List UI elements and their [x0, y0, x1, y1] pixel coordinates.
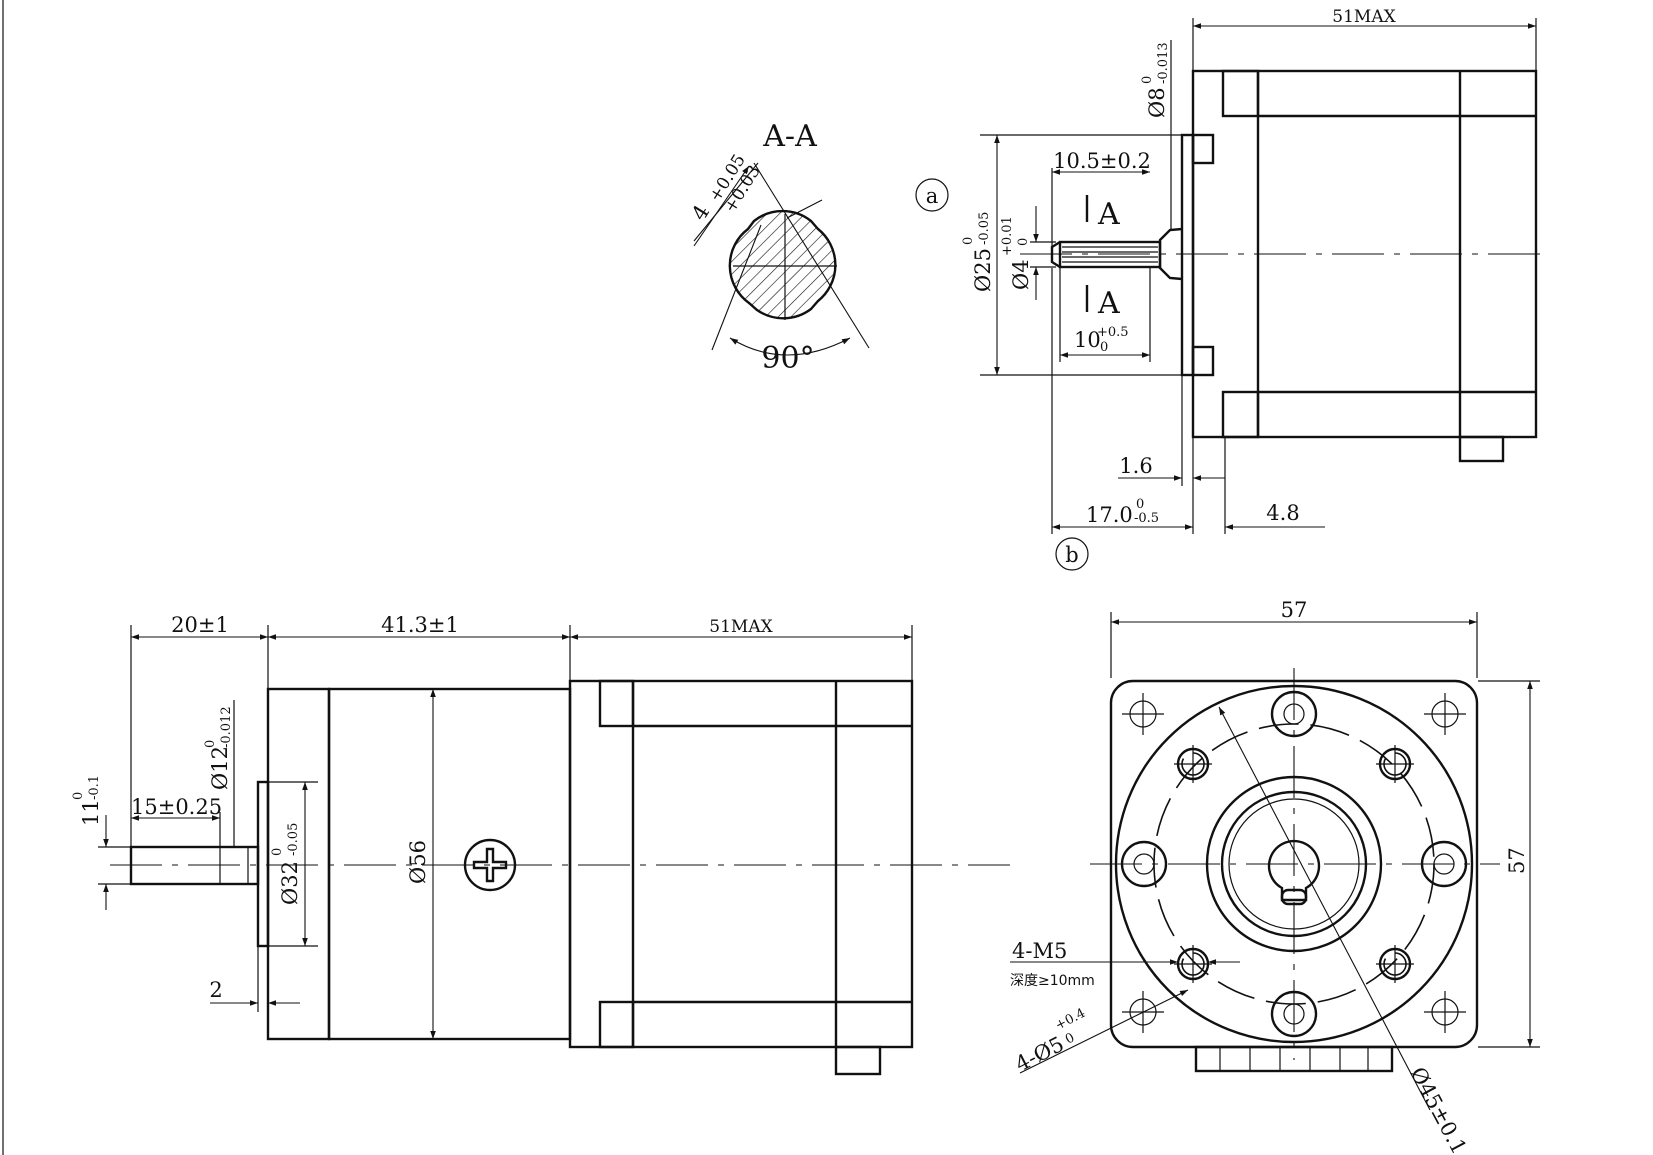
- front-pcd-d45: Ø45±0.1: [1406, 1063, 1472, 1155]
- gear-key-11: 11: [79, 799, 103, 826]
- section-mark-a-top: A: [1097, 197, 1120, 232]
- detail-label-b: b: [1065, 543, 1078, 567]
- side-boss-d25-lower: -0.05: [977, 212, 992, 245]
- front-holes-d5-lower: 0: [1063, 1030, 1077, 1047]
- gear-pilot-d32: Ø32: [278, 861, 302, 905]
- side-len-10: 10: [1074, 328, 1101, 352]
- gear-pilot-d32-lower: -0.05: [286, 823, 301, 856]
- gear-body-d56: Ø56: [406, 840, 430, 884]
- side-view-motor: 51MAX A A Ø8 0 -0.013: [915, 7, 1545, 571]
- side-view-gearbox: 20±1 41.3±1 51MAX Ø12 0 -0.012: [71, 613, 1010, 1076]
- side-flat-d4-lower: 0: [1016, 238, 1031, 246]
- section-a-a-view: A-A 4 +0.05 +0.03 90°: [687, 119, 870, 376]
- front-square-57-width: 57: [1281, 598, 1308, 622]
- section-a-a-title: A-A: [762, 119, 817, 154]
- side-len-17: 17.0: [1086, 503, 1133, 527]
- front-holes-d5-upper: +0.4: [1053, 1006, 1088, 1034]
- gear-shaft-d12-lower: -0.012: [219, 706, 234, 748]
- detail-label-a: a: [926, 184, 939, 208]
- gear-len-51max: 51MAX: [709, 617, 773, 637]
- gear-key-11-upper: 0: [71, 792, 86, 800]
- gear-key-11-lower: -0.1: [87, 775, 102, 800]
- gear-len-2: 2: [209, 978, 222, 1002]
- gear-shaft-d12-upper: 0: [203, 740, 218, 748]
- front-thread-depth: 深度≥10mm: [1010, 973, 1095, 989]
- side-len-10-lower: 0: [1100, 340, 1108, 355]
- section-mark-a-bottom: A: [1097, 286, 1120, 321]
- side-len-10-5: 10.5±0.2: [1053, 149, 1151, 173]
- side-len-10-upper: +0.5: [1097, 325, 1129, 340]
- side-shaft-d8-upper: 0: [1140, 76, 1155, 84]
- angle-90-label: 90°: [761, 341, 814, 376]
- gear-shaft-d12: Ø12: [208, 746, 232, 790]
- gear-pilot-d32-upper: 0: [270, 848, 285, 856]
- gear-len-41-3: 41.3±1: [381, 613, 459, 637]
- side-len-1-6: 1.6: [1119, 454, 1152, 478]
- side-flat-d4: Ø4: [1009, 259, 1033, 290]
- front-holes-d5: 4-Ø5: [1011, 1032, 1067, 1077]
- front-view-flange: 57 57: [1010, 598, 1540, 1155]
- gear-len-20: 20±1: [171, 613, 229, 637]
- gear-len-15: 15±0.25: [131, 795, 222, 819]
- front-square-57-height: 57: [1505, 847, 1529, 874]
- side-boss-d25-upper: 0: [961, 237, 976, 245]
- side-len-17-upper: 0: [1136, 497, 1144, 512]
- side-boss-d25: Ø25: [971, 248, 995, 292]
- side-len-4-8: 4.8: [1266, 501, 1299, 525]
- side-len-17-lower: -0.5: [1134, 511, 1159, 526]
- side-shaft-d8-lower: -0.013: [1156, 42, 1171, 84]
- side-shaft-d8: Ø8: [1145, 87, 1169, 118]
- front-thread-m5: 4-M5: [1012, 939, 1067, 963]
- side-len-51max: 51MAX: [1332, 7, 1396, 27]
- side-flat-d4-upper: +0.01: [1000, 216, 1015, 256]
